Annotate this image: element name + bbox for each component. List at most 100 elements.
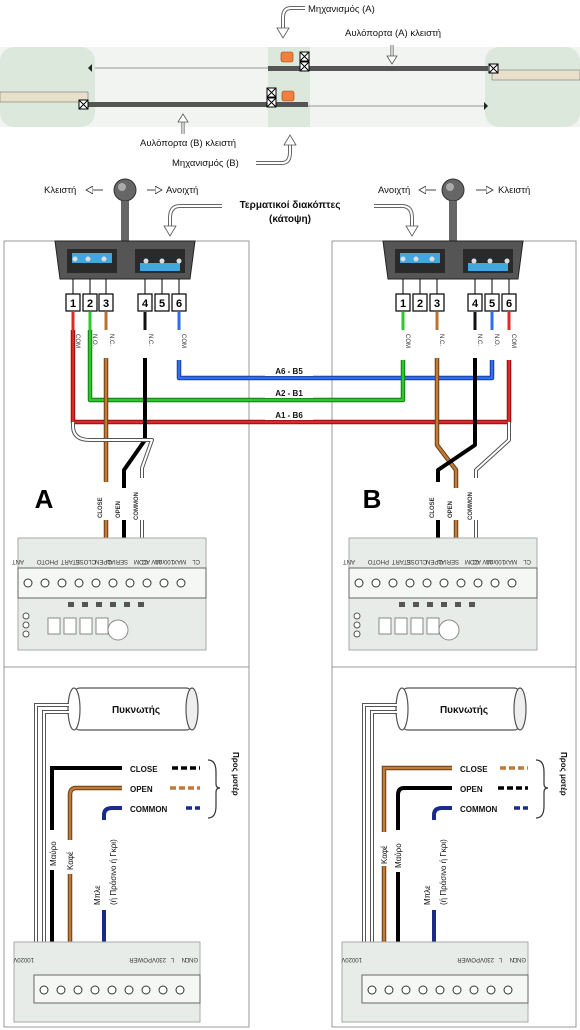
power-board-label: GND <box>512 956 526 962</box>
power-board-label: 100 <box>23 956 34 962</box>
capacitor-icon <box>67 687 199 731</box>
wire-label-close: CLOSE <box>430 497 436 518</box>
power-board-label: 230V <box>152 956 166 962</box>
terminal-label: N.C. <box>476 334 482 346</box>
wire-color-label: Καφέ <box>66 851 75 870</box>
wire-label-common: COMMON <box>134 492 140 520</box>
terminal-number: 1 <box>70 298 76 310</box>
power-board-label: L <box>498 956 502 962</box>
board-label: 100mA <box>155 558 174 564</box>
power-board-label: 20V <box>13 956 24 962</box>
terminal-label: N.C. <box>438 334 444 346</box>
terminal-number: 4 <box>142 298 149 310</box>
board-label: CLOSE <box>407 558 427 564</box>
switches-title: Τερματικοί διακόπτες <box>240 200 341 211</box>
board-label: 100mA <box>486 558 505 564</box>
brace-icon <box>207 759 221 819</box>
motor-wiring-a: Πυκνωτής CLOSE OPEN COMMON Προς μοτέρ Μα… <box>34 687 240 990</box>
terminal-label: N.C. <box>108 334 114 346</box>
terminal-labels-a: COM N.O. N.C. N.C. COM <box>74 334 186 348</box>
left-close-label: Κλειστή <box>44 185 76 196</box>
power-board-label: N <box>510 956 514 962</box>
board-label: CL <box>523 558 531 564</box>
terminal-number: 1 <box>400 298 406 310</box>
panel-b-letter: B <box>363 484 382 514</box>
terminal-number: 2 <box>87 298 93 310</box>
board-label: 20V AC <box>472 558 493 564</box>
motor-close-label: CLOSE <box>130 765 158 774</box>
gate-b-label: Αυλόπορτα (Β) κλειστή <box>140 138 236 149</box>
terminal-number: 5 <box>159 298 165 310</box>
board-label: OPEN <box>95 558 112 564</box>
gate-a-label: Αυλόπορτα (Α) κλειστή <box>345 28 441 39</box>
board-label: PHOTO <box>367 558 389 564</box>
motor-open-label: OPEN <box>130 785 153 794</box>
terminal-number: 5 <box>489 298 495 310</box>
hinge-icon <box>78 51 499 110</box>
wire-label-open: OPEN <box>116 501 122 518</box>
switch-header: Κλειστή Ανοιχτή Ανοιχτή Κλειστή Τερματικ… <box>44 185 530 237</box>
capacitor-icon <box>395 687 527 731</box>
board-label: SERIAL <box>437 558 459 564</box>
terminal-label: N.O. <box>493 334 499 347</box>
mechanism-b-label: Μηχανισμός (Β) <box>172 158 239 169</box>
limit-switch-b <box>382 178 524 280</box>
right-open-label: Ανοιχτή <box>378 185 410 196</box>
power-board-label: 230V <box>480 956 494 962</box>
gate-a-arrow-icon <box>386 45 398 65</box>
terminal-number: 6 <box>176 298 182 310</box>
wire-label-close: CLOSE <box>98 497 104 518</box>
terminal-label: COM <box>180 334 186 348</box>
wiring <box>70 312 512 580</box>
motor-close-label: CLOSE <box>460 765 488 774</box>
terminal-number: 2 <box>417 298 423 310</box>
board-label: PHOTO <box>36 558 58 564</box>
board-label: MAX <box>504 558 517 564</box>
board-label: 20V AC <box>141 558 162 564</box>
board-label: START <box>392 558 411 564</box>
motor-a-frame <box>3 666 250 1028</box>
link-labels: A6 - B5 A2 - B1 A1 - B6 <box>265 364 313 420</box>
wire-label-common: COMMON <box>468 492 474 520</box>
terminal-labels-b: COM N.C. N.C. N.O. COM <box>404 334 516 348</box>
motor-common-label: COMMON <box>130 805 168 814</box>
mechanism-b-arrow-icon <box>256 134 297 165</box>
board-label: COM <box>465 558 479 564</box>
mechanism-a-label: Μηχανισμός (Α) <box>308 4 375 15</box>
terminal-label: COM <box>404 334 410 348</box>
capacitor-label: Πυκνωτής <box>440 705 488 716</box>
terminal-number: 6 <box>506 298 512 310</box>
terminal-label: COM <box>510 334 516 348</box>
gate-b-arrow-icon <box>177 113 189 134</box>
switches-subtitle: (κάτοψη) <box>269 214 311 225</box>
board-label: CLOSE <box>76 558 96 564</box>
board-label: SERIAL <box>106 558 128 564</box>
right-close-label: Κλειστή <box>498 185 530 196</box>
link-a1-b6-label: A1 - B6 <box>275 411 303 420</box>
gate-overview: Μηχανισμός (Α) Αυλόπορτα (Α) κλειστή Αυλ… <box>0 4 580 169</box>
motor-open-label: OPEN <box>460 785 483 794</box>
wire-color-label: Μπλε <box>93 885 102 905</box>
terminal-number: 3 <box>103 298 109 310</box>
terminal-label: N.C. <box>147 334 153 346</box>
terminal-number: 4 <box>472 298 479 310</box>
wire-color-label: Μπλε <box>423 885 432 905</box>
board-label: MAX <box>173 558 186 564</box>
terminal-number: 3 <box>434 298 440 310</box>
limit-switch-a <box>54 178 196 280</box>
board-label: CL <box>192 558 200 564</box>
power-board-label: 100 <box>351 956 362 962</box>
wire-color-label: Μαύρο <box>394 843 403 868</box>
panel-a-wire-labels: CLOSE OPEN COMMON <box>98 478 148 520</box>
motor-wiring-b: Πυκνωτής CLOSE OPEN COMMON Προς μοτέρ Κα… <box>362 687 568 990</box>
power-board-label: 20V <box>341 956 352 962</box>
wire-a2-b1 <box>87 330 406 403</box>
to-motor-label: Προς μοτέρ <box>231 752 240 796</box>
board-label: COM <box>134 558 148 564</box>
terminal-label: COM <box>74 334 80 348</box>
